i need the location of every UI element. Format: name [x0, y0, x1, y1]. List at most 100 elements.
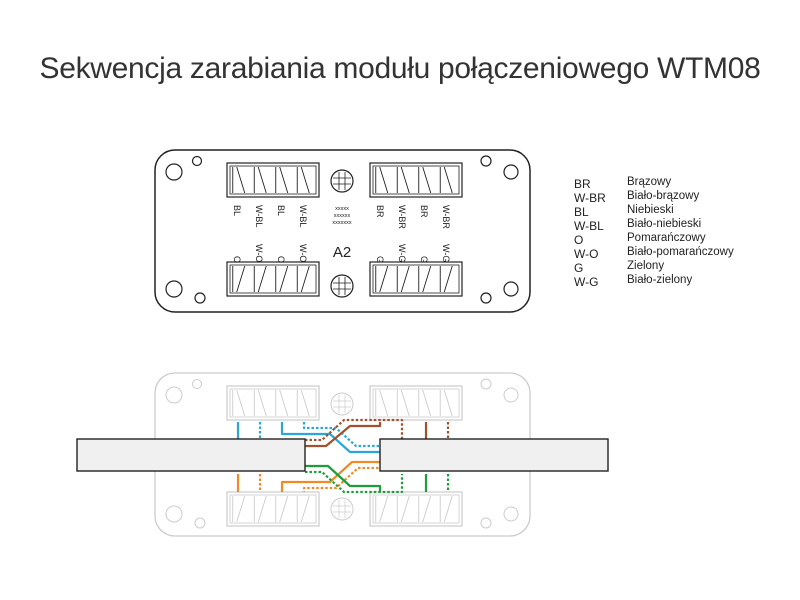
terminal-blade — [275, 265, 289, 293]
legend-name: Biało-brązowy — [627, 190, 699, 202]
color-legend: BR Brązowy W-BR Biało-brązowy BL Niebies… — [574, 176, 734, 289]
module-name: A2 — [333, 244, 351, 261]
page-title: Sekwencja zarabiania modułu połączeniowe… — [39, 52, 761, 85]
wire-green — [305, 464, 382, 492]
module-wired — [76, 372, 609, 537]
cable-left — [76, 438, 306, 472]
terminal-blade — [396, 495, 410, 523]
screw — [330, 497, 354, 521]
wire-white-blue — [302, 422, 383, 448]
terminal-blade — [232, 166, 246, 194]
pin-label: O — [276, 256, 286, 263]
legend-code: W-G — [574, 275, 598, 289]
terminal-blade — [396, 166, 410, 194]
legend-name: Biało-niebieski — [627, 218, 701, 230]
legend-code: W-O — [574, 247, 598, 261]
terminal-block-top-left — [226, 385, 320, 421]
module-mark: xxxxxx — [334, 213, 351, 219]
module-mark: xxxxxxx — [332, 220, 352, 226]
legend-name: Niebieski — [627, 204, 674, 216]
mount-hole — [503, 387, 519, 403]
terminal-block-bottom-right — [369, 491, 463, 527]
pin-label: BL — [276, 205, 286, 216]
legend-code: O — [574, 233, 583, 247]
terminal-blade — [418, 389, 432, 417]
terminal-blade — [253, 495, 267, 523]
mount-hole — [480, 517, 492, 529]
terminal-blade — [253, 166, 267, 194]
mount-hole — [165, 163, 183, 181]
terminal-block-top-right — [369, 385, 463, 421]
pin-label: O — [232, 256, 242, 263]
mount-hole — [194, 292, 206, 304]
mount-hole — [194, 517, 206, 529]
terminal-block-bottom-left — [226, 491, 320, 527]
terminal-blade — [253, 265, 267, 293]
legend-name: Pomarańczowy — [627, 232, 706, 244]
terminal-block-bottom-right — [369, 261, 463, 297]
legend-name: Brązowy — [627, 176, 671, 188]
terminal-blade — [275, 389, 289, 417]
pin-label: W-BR — [397, 205, 407, 229]
pin-label: BR — [419, 205, 429, 218]
terminal-blade — [232, 389, 246, 417]
screw — [330, 169, 354, 193]
pin-label: G — [419, 256, 429, 263]
terminal-blade — [396, 265, 410, 293]
terminal-blade — [296, 495, 310, 523]
legend-name: Biało-pomarańczowy — [627, 246, 734, 258]
pin-label: W-O — [298, 244, 308, 262]
legend-name: Biało-zielony — [627, 274, 692, 286]
mount-hole — [165, 505, 183, 523]
pin-label: W-BL — [254, 205, 264, 227]
mount-hole — [503, 164, 519, 180]
terminal-blade — [375, 265, 389, 293]
screw — [330, 274, 354, 298]
wire-white-green — [305, 470, 404, 494]
module-top: BL W-BL BL W-BL BR W-BR BR W-BR O W-O O … — [154, 149, 531, 313]
legend-code: G — [574, 261, 583, 275]
pin-label: G — [375, 256, 385, 263]
mount-hole — [480, 378, 492, 390]
terminal-blade — [296, 389, 310, 417]
terminal-blade — [439, 495, 453, 523]
wire-brown — [305, 422, 382, 448]
terminal-block-top-right — [369, 162, 463, 198]
pin-label: W-G — [441, 244, 451, 262]
legend-code: BR — [574, 177, 591, 191]
wire-set — [236, 418, 450, 494]
mount-hole — [503, 506, 519, 522]
terminal-block-top-left — [226, 162, 320, 198]
mount-hole — [480, 292, 492, 304]
terminal-blade — [375, 495, 389, 523]
terminal-blade — [439, 389, 453, 417]
pin-label: BL — [232, 205, 242, 216]
terminal-blade — [296, 166, 310, 194]
terminal-blade — [418, 495, 432, 523]
terminal-blade — [375, 166, 389, 194]
pin-label: BR — [375, 205, 385, 218]
terminal-blade — [275, 495, 289, 523]
wire-white-orange — [302, 466, 383, 492]
mount-hole — [165, 280, 183, 298]
terminal-blade — [439, 265, 453, 293]
terminal-blade — [418, 265, 432, 293]
pin-label: W-BR — [441, 205, 451, 229]
module-mark: xxxxx — [335, 206, 349, 212]
terminal-blade — [439, 166, 453, 194]
wire-blue — [280, 422, 383, 454]
legend-code: W-BR — [574, 191, 606, 205]
cable-right — [379, 438, 609, 472]
legend-code: W-BL — [574, 219, 604, 233]
mount-hole — [165, 386, 183, 404]
wire-white-brown — [305, 418, 404, 442]
mount-hole — [480, 155, 492, 167]
wire-orange — [280, 460, 383, 492]
pin-label: W-G — [397, 244, 407, 262]
terminal-blade — [296, 265, 310, 293]
legend-name: Zielony — [627, 260, 664, 272]
terminal-blade — [396, 389, 410, 417]
terminal-blade — [232, 495, 246, 523]
terminal-block-bottom-left — [226, 261, 320, 297]
